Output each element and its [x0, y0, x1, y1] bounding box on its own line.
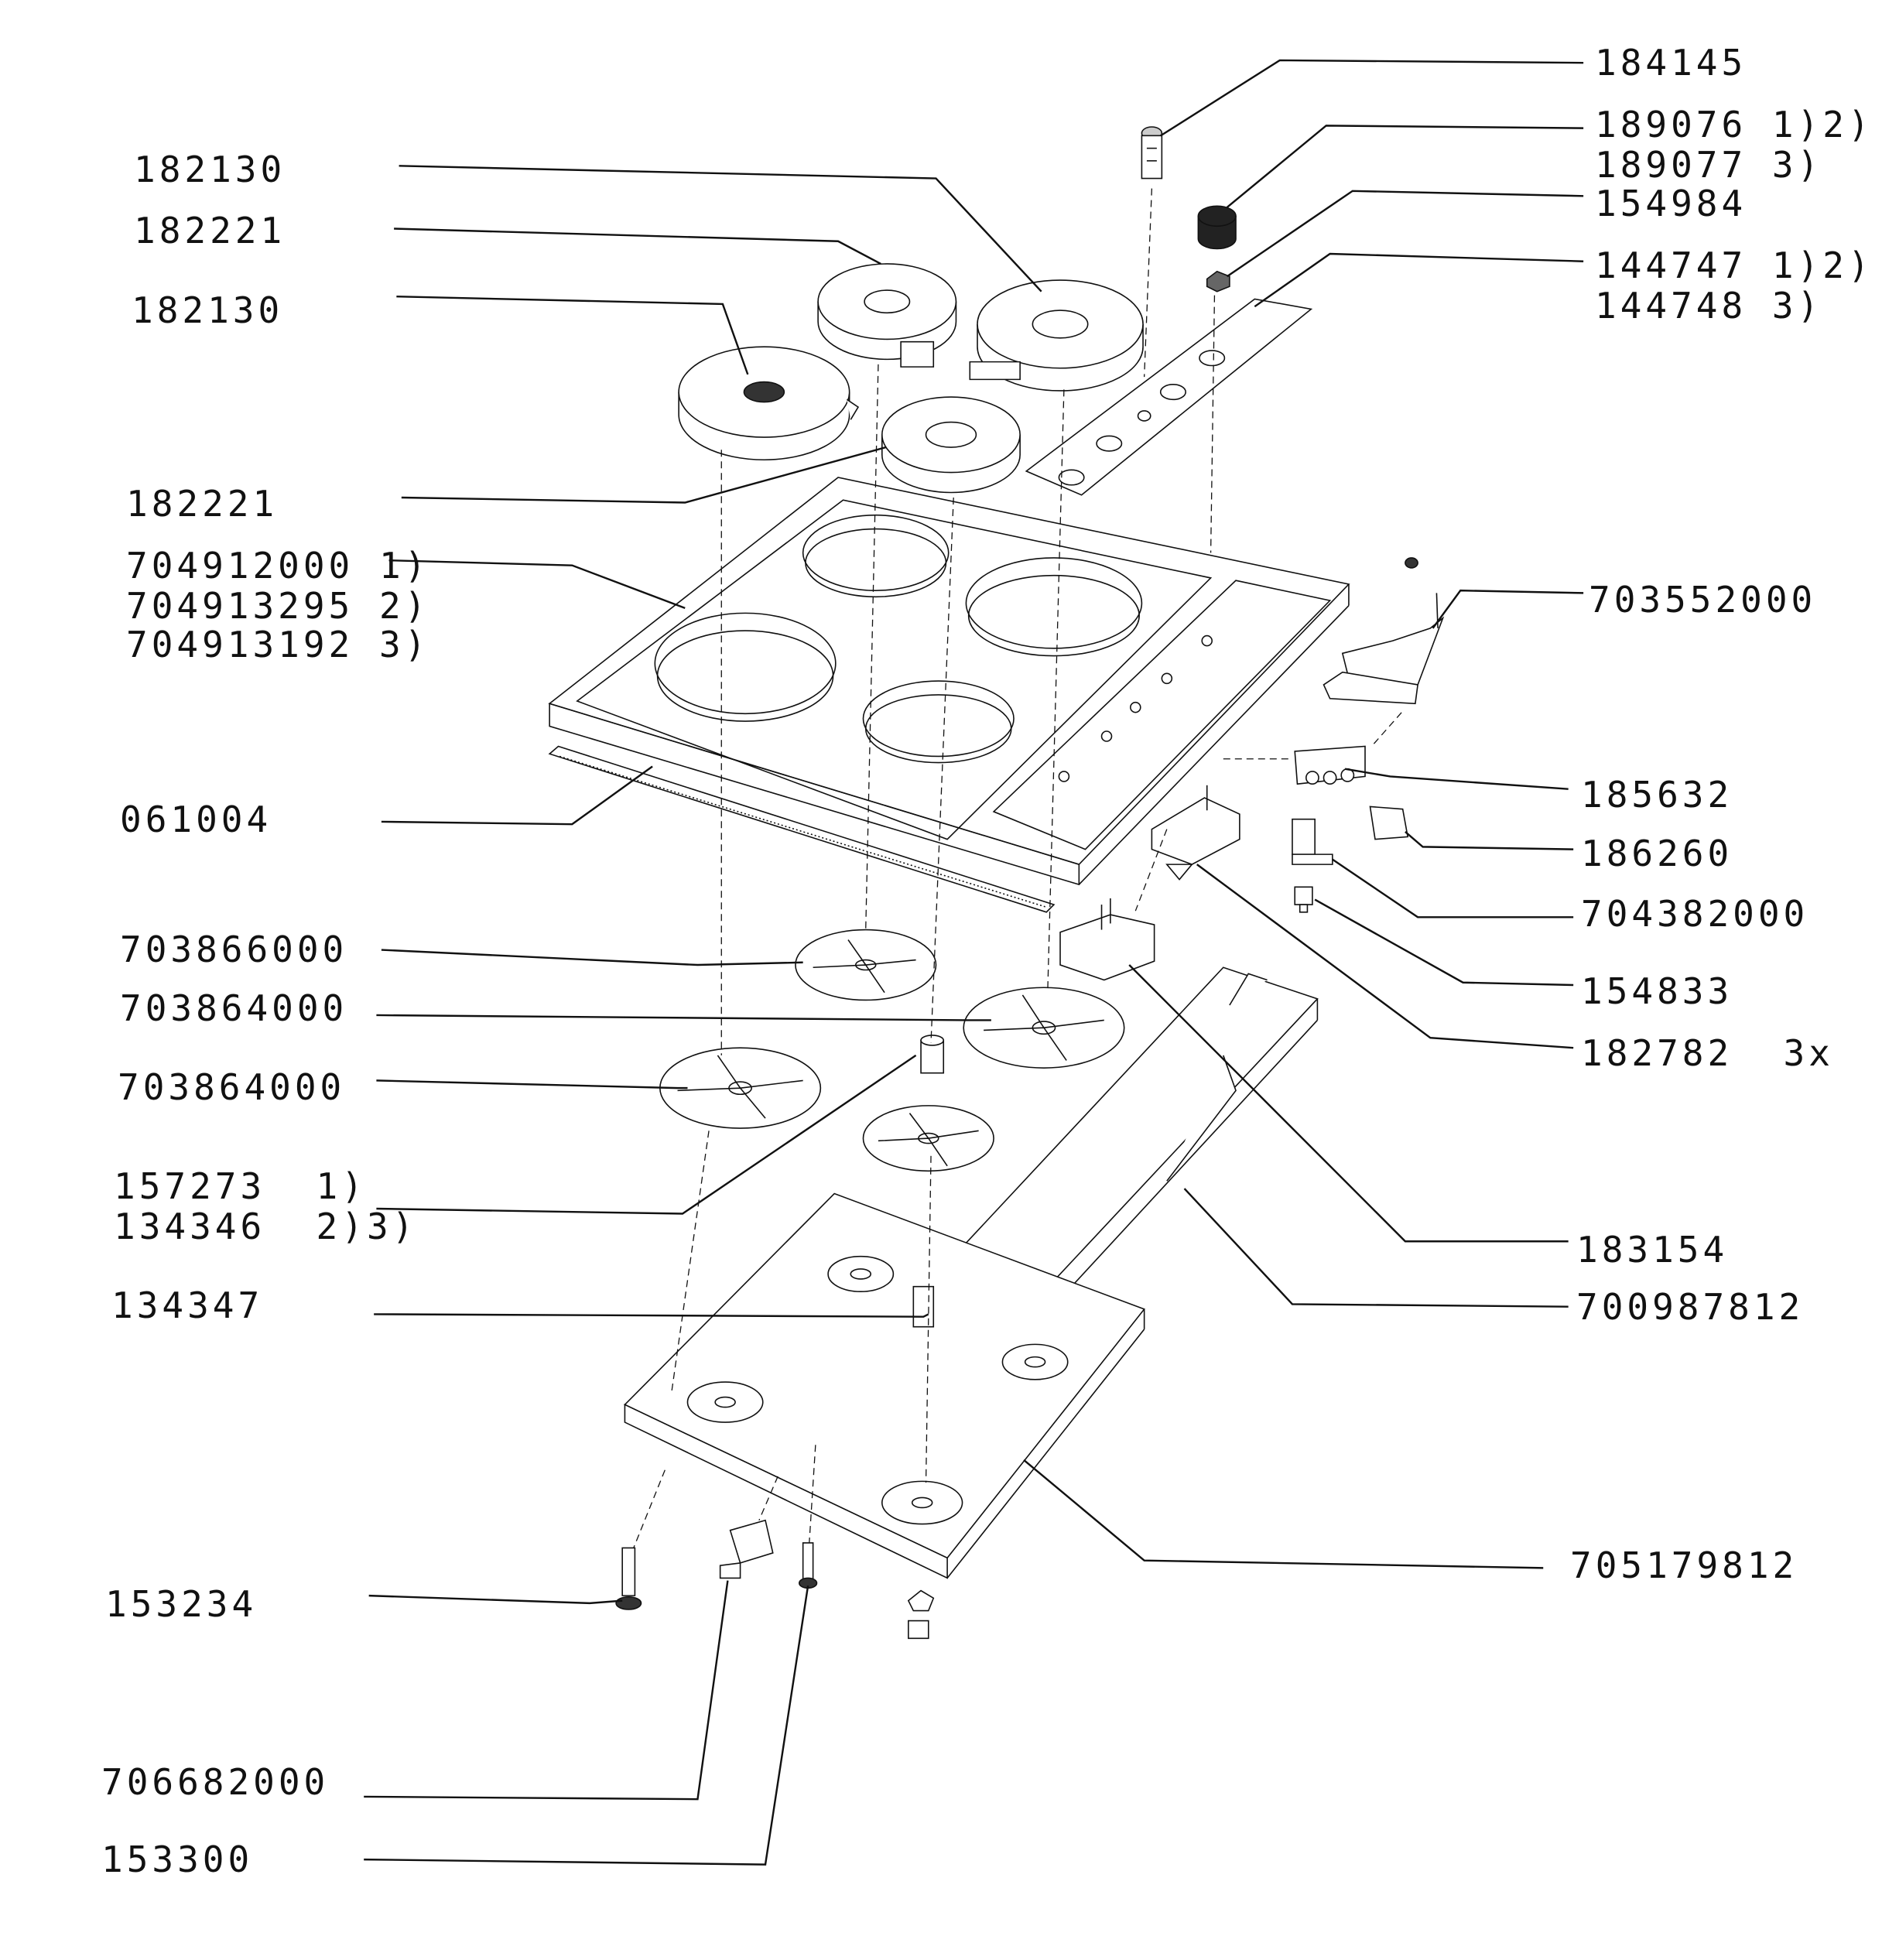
part-label-182130: 182130: [132, 289, 284, 331]
support-spider: [660, 1048, 821, 1128]
fixing-nut: [908, 1591, 933, 1639]
clamp-bracket: [1292, 819, 1333, 864]
part-label-144747: 144747 1)2): [1595, 245, 1873, 286]
part-label-186260: 186260: [1581, 833, 1733, 874]
part-label-154984: 154984: [1595, 183, 1747, 224]
spacer-sleeve: [921, 1035, 943, 1073]
plate-opening: [803, 515, 949, 597]
knob-spring: [1207, 272, 1230, 292]
part-label-153234: 153234: [105, 1583, 258, 1625]
part-label-154833: 154833: [1581, 970, 1733, 1012]
plate-opening: [966, 558, 1141, 656]
part-label-705179812: 705179812: [1570, 1544, 1798, 1586]
control-panel-holes: [1059, 636, 1212, 782]
part-label-153300: 153300: [101, 1839, 254, 1880]
part-label-703864000: 703864000: [118, 1066, 346, 1108]
part-label-185632: 185632: [1581, 774, 1733, 816]
gasket-strip: [549, 746, 1054, 912]
terminal-block: [1295, 746, 1365, 784]
part-label-703864000: 703864000: [120, 987, 348, 1029]
part-label-706682000: 706682000: [101, 1761, 330, 1803]
part-label-704913295: 704913295 2): [126, 585, 430, 627]
part-label-182221: 182221: [134, 210, 286, 251]
part-label-700987812: 700987812: [1576, 1286, 1805, 1328]
part-label-704913192: 704913192 3): [126, 624, 430, 665]
part-label-704912000: 704912000 1): [126, 545, 430, 587]
part-label-182221: 182221: [126, 483, 279, 525]
part-label-134347: 134347: [111, 1284, 264, 1326]
plate-opening: [655, 613, 835, 721]
support-spider: [863, 1106, 994, 1171]
fixing-clip: [720, 1520, 773, 1579]
part-label-144748: 144748 3): [1595, 285, 1823, 327]
part-label-061004: 061004: [120, 799, 272, 840]
control-knob: [1198, 206, 1236, 248]
mounting-bracket: [1324, 558, 1443, 703]
plate-opening: [863, 681, 1014, 763]
base-screw: [799, 1543, 817, 1588]
indicator-lamp: [1141, 127, 1162, 179]
base-tray: [624, 1194, 1144, 1579]
hotplate-back-left: [818, 264, 956, 367]
switch-unit: [1060, 898, 1155, 980]
hotplate-front-right: [882, 397, 1020, 492]
hotplate-front-left: [679, 347, 858, 460]
part-label-189076: 189076 1)2): [1595, 104, 1873, 145]
part-label-703866000: 703866000: [120, 929, 348, 970]
part-label-182782: 182782 3x: [1581, 1032, 1834, 1074]
part-label-183154: 183154: [1576, 1229, 1729, 1271]
part-label-703552000: 703552000: [1589, 579, 1817, 621]
part-label-704382000: 704382000: [1581, 893, 1809, 935]
part-label-134346: 134346 2)3): [114, 1206, 418, 1247]
part-label-184145: 184145: [1595, 42, 1747, 84]
part-label-157273: 157273 1): [114, 1165, 367, 1207]
support-spider: [963, 987, 1124, 1068]
energy-regulator: [1151, 785, 1239, 880]
cable-clamp: [1370, 806, 1408, 839]
hotplate-back-right: [970, 280, 1143, 391]
support-spider: [796, 930, 936, 1001]
part-label-182130: 182130: [134, 149, 286, 190]
assembly-axis-lines: [634, 189, 1403, 1548]
screw: [1295, 887, 1312, 912]
base-screw: [616, 1548, 641, 1609]
hob-top-plate: [549, 477, 1349, 884]
control-panel-strip: [1026, 299, 1311, 494]
part-label-189077: 189077 3): [1595, 144, 1823, 186]
leader-lines: [364, 59, 1584, 1866]
